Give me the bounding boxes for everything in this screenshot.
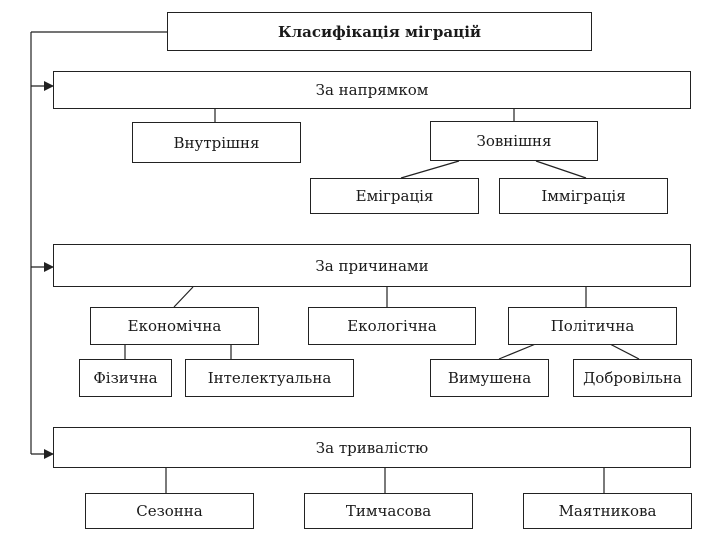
node-political-label: Політична (550, 317, 635, 335)
node-temporary: Тимчасова (304, 493, 473, 529)
category-direction-label: За напрямком (315, 81, 429, 99)
node-seasonal-label: Сезонна (136, 502, 203, 520)
node-pendulum: Маятникова (523, 493, 692, 529)
node-physical-label: Фізична (93, 369, 158, 387)
node-internal: Внутрішня (132, 122, 301, 163)
root-title: Класифікація міграцій (277, 22, 482, 41)
node-pendulum-label: Маятникова (558, 502, 657, 520)
category-duration: За тривалістю (53, 427, 691, 468)
node-seasonal: Сезонна (85, 493, 254, 529)
category-direction: За напрямком (53, 71, 691, 109)
node-immigration-label: Імміграція (541, 187, 626, 205)
category-duration-label: За тривалістю (315, 438, 429, 457)
node-economic-label: Економічна (127, 317, 222, 335)
node-immigration: Імміграція (499, 178, 668, 214)
node-ecological: Екологічна (308, 307, 476, 345)
category-causes: За причинами (53, 244, 691, 287)
node-internal-label: Внутрішня (173, 133, 260, 152)
root-title-box: Класифікація міграцій (167, 12, 592, 51)
node-intellectual-label: Інтелектуальна (207, 369, 332, 387)
node-intellectual: Інтелектуальна (185, 359, 354, 397)
node-emigration: Еміграція (310, 178, 479, 214)
node-voluntary: Добровільна (573, 359, 692, 397)
node-external-label: Зовнішня (476, 132, 552, 150)
node-ecological-label: Екологічна (347, 317, 437, 335)
node-economic: Економічна (90, 307, 259, 345)
node-external: Зовнішня (430, 121, 598, 161)
node-forced-label: Вимушена (447, 369, 532, 387)
node-emigration-label: Еміграція (355, 187, 434, 205)
category-causes-label: За причинами (315, 256, 429, 275)
node-voluntary-label: Добровільна (583, 369, 682, 387)
node-physical: Фізична (79, 359, 172, 397)
node-political: Політична (508, 307, 677, 345)
node-forced: Вимушена (430, 359, 549, 397)
node-temporary-label: Тимчасова (345, 502, 432, 520)
